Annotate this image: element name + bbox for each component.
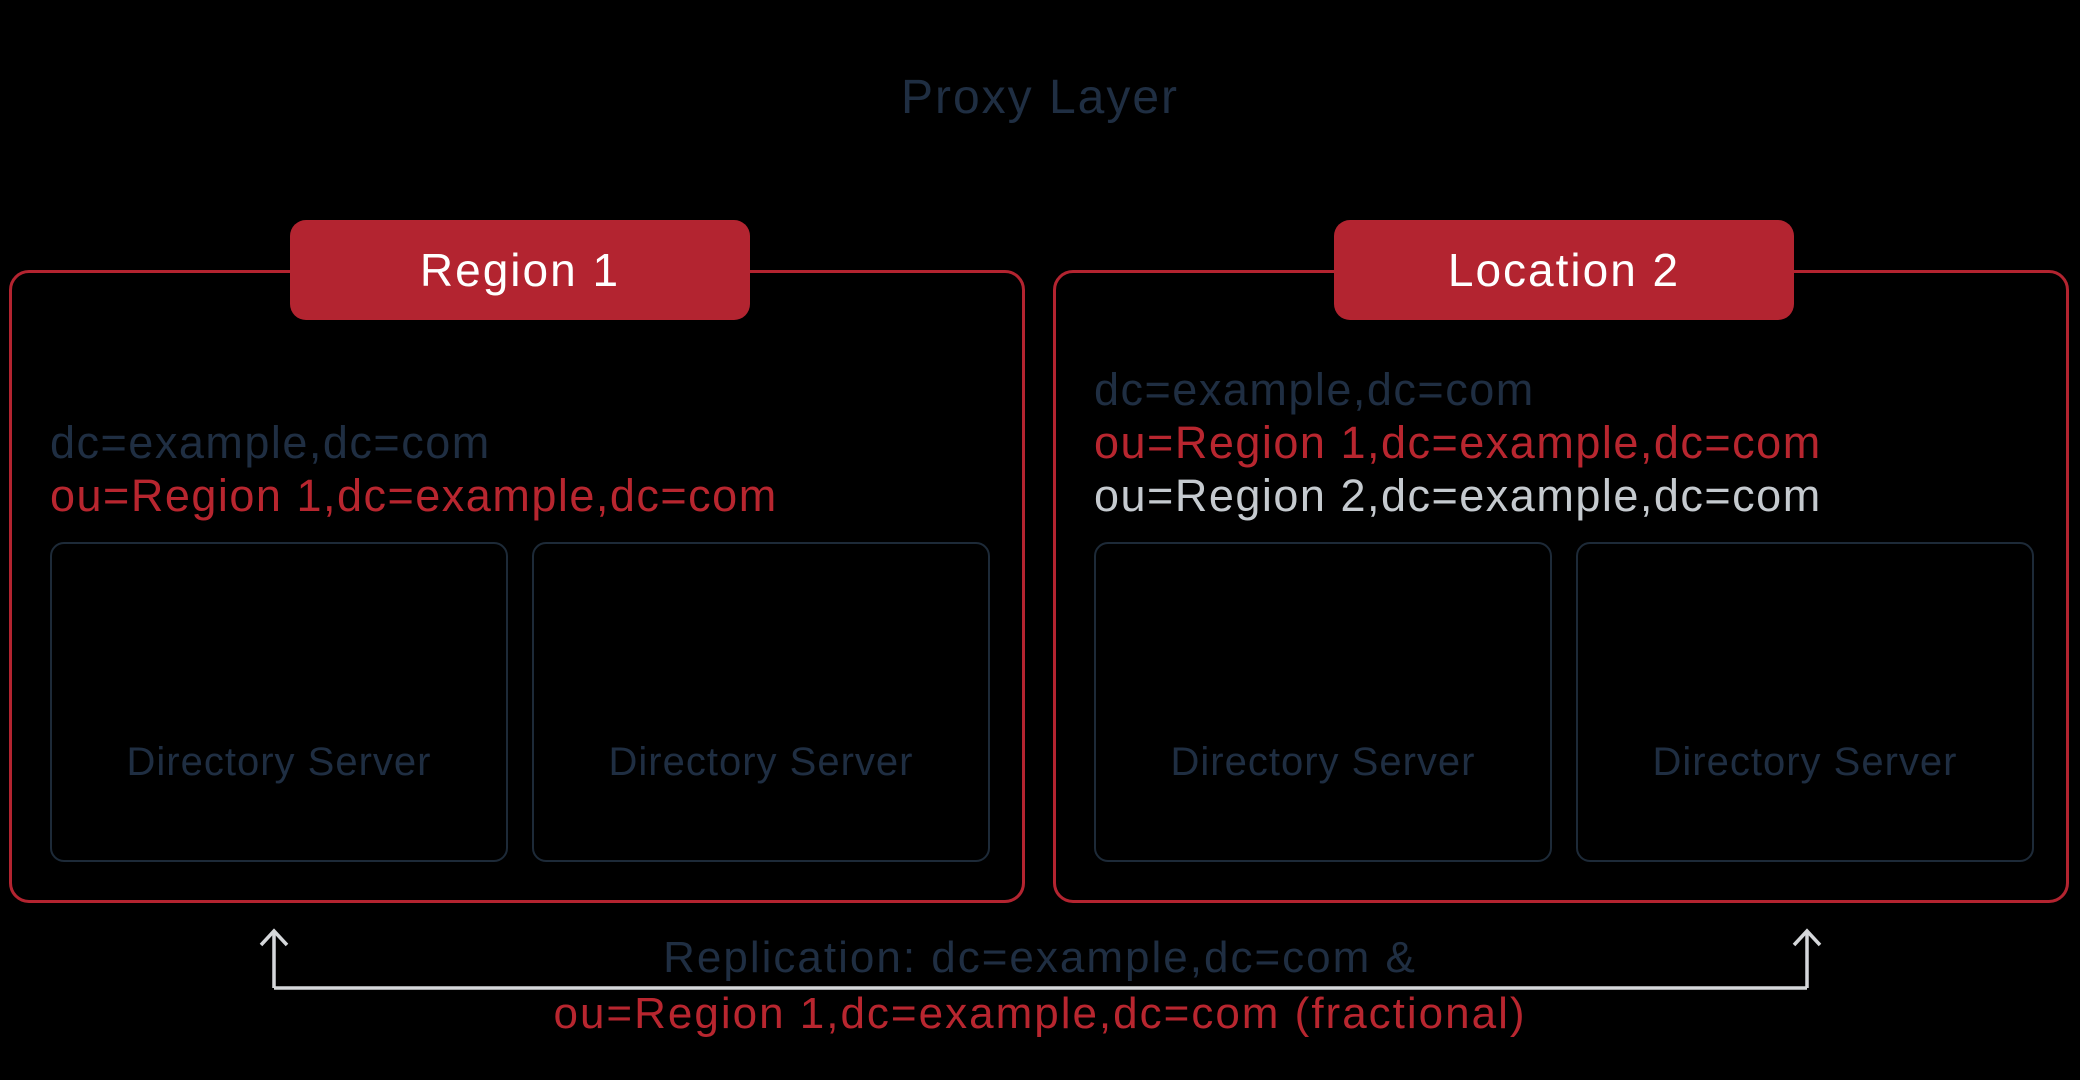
directory-server-card: Directory Server <box>50 542 508 862</box>
directory-server-label: Directory Server <box>1170 740 1476 784</box>
proxy-layer-label: Proxy Layer <box>900 71 1180 124</box>
dn-line: dc=example,dc=com <box>1094 364 1535 415</box>
region-1-dn-block: dc=example,dc=com ou=Region 1,dc=example… <box>50 416 778 522</box>
location-2-badge-label: Location 2 <box>1447 244 1681 296</box>
directory-server-icon <box>710 582 812 716</box>
dn-line: dc=example,dc=com <box>50 417 491 468</box>
directory-server-icon <box>1754 582 1856 716</box>
region-1-badge-label: Region 1 <box>419 244 621 296</box>
directory-server-card: Directory Server <box>532 542 990 862</box>
dn-line: ou=Region 1,dc=example,dc=com <box>1094 417 1822 468</box>
region-1-badge: Region 1 <box>290 220 750 320</box>
directory-server-icon <box>228 582 330 716</box>
dn-line: ou=Region 2,dc=example,dc=com <box>1094 470 1822 521</box>
replication-caption-line-2: ou=Region 1,dc=example,dc=com (fractiona… <box>553 989 1527 1038</box>
replication-caption-line-1: Replication: dc=example,dc=com & <box>663 933 1417 982</box>
location-2-dn-block: dc=example,dc=com ou=Region 1,dc=example… <box>1094 363 1822 522</box>
region-1-panel: Region 1 dc=example,dc=com ou=Region 1,d… <box>9 220 1025 903</box>
location-2-panel: Location 2 dc=example,dc=com ou=Region 1… <box>1053 220 2069 903</box>
location-2-badge: Location 2 <box>1334 220 1794 320</box>
directory-server-label: Directory Server <box>126 740 432 784</box>
dn-line: ou=Region 1,dc=example,dc=com <box>50 470 778 521</box>
directory-server-card: Directory Server <box>1094 542 1552 862</box>
directory-server-label: Directory Server <box>608 740 914 784</box>
directory-server-icon <box>1272 582 1374 716</box>
directory-server-label: Directory Server <box>1652 740 1958 784</box>
proxy-icon-right <box>1257 44 1359 178</box>
directory-server-card: Directory Server <box>1576 542 2034 862</box>
